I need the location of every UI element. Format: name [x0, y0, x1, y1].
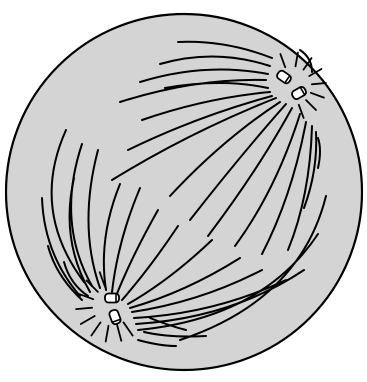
centriole: [105, 294, 119, 303]
centriole-body: [105, 294, 119, 303]
